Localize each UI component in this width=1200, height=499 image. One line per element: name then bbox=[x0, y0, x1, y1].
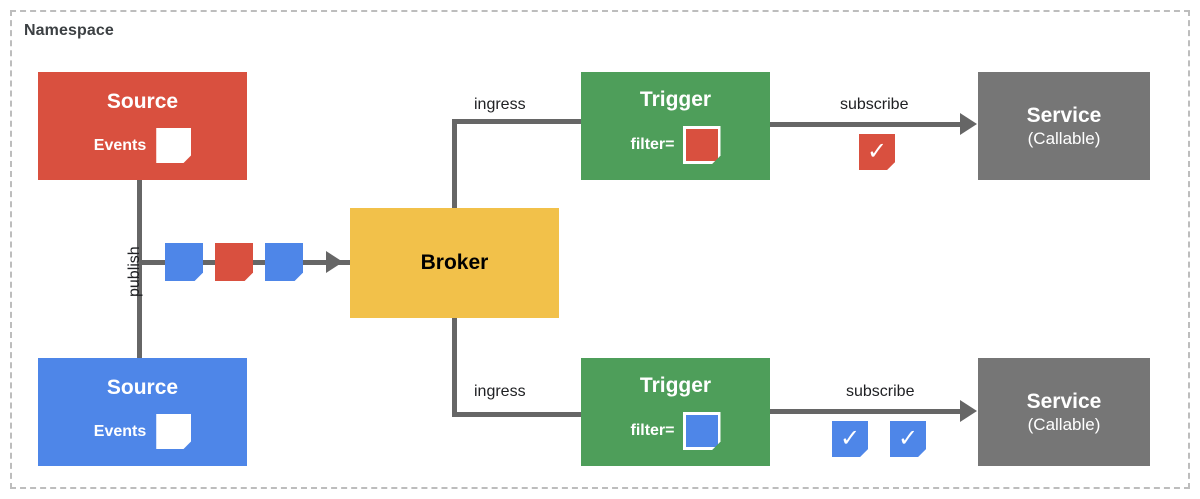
source-blue-events-row: Events bbox=[38, 414, 247, 449]
service-top-title: Service bbox=[1026, 103, 1102, 127]
source-red-events-label: Events bbox=[93, 136, 147, 154]
service-top-node[interactable]: Service (Callable) bbox=[978, 72, 1150, 180]
ingress-top-line bbox=[452, 119, 588, 124]
source-blue-event-card bbox=[156, 414, 192, 449]
subscribe-top-label: subscribe bbox=[840, 96, 909, 113]
publish-spine-line bbox=[137, 180, 142, 364]
publish-event-card-1 bbox=[165, 243, 203, 281]
source-red-events-row: Events bbox=[38, 128, 247, 163]
publish-event-card-2 bbox=[215, 243, 253, 281]
publish-event-card-3 bbox=[265, 243, 303, 281]
namespace-boundary bbox=[10, 10, 1190, 489]
subscribe-bottom-line bbox=[766, 409, 962, 414]
service-bottom-title: Service bbox=[1026, 389, 1102, 413]
trigger-bottom-filter-row: filter= bbox=[581, 412, 770, 450]
trigger-top-node[interactable]: Trigger filter= bbox=[581, 72, 770, 180]
ingress-top-label: ingress bbox=[474, 96, 526, 113]
source-blue-title: Source bbox=[106, 376, 179, 399]
subscribe-bottom-check-badge-1: ✓ bbox=[832, 421, 868, 457]
service-bottom-subtitle: (Callable) bbox=[1027, 414, 1101, 434]
publish-arrowhead bbox=[326, 251, 343, 273]
service-bottom-node[interactable]: Service (Callable) bbox=[978, 358, 1150, 466]
ingress-bottom-label: ingress bbox=[474, 383, 526, 400]
trigger-top-filter-row: filter= bbox=[581, 126, 770, 164]
subscribe-top-line bbox=[766, 122, 962, 127]
source-red-node[interactable]: Source Events bbox=[38, 72, 247, 180]
check-icon: ✓ bbox=[866, 138, 888, 165]
source-red-title: Source bbox=[106, 90, 179, 113]
ingress-bottom-line bbox=[452, 412, 588, 417]
trigger-bottom-filter-label: filter= bbox=[630, 422, 675, 439]
broker-label: Broker bbox=[420, 251, 489, 274]
source-red-event-card bbox=[156, 128, 192, 163]
subscribe-top-check-badge-1: ✓ bbox=[859, 134, 895, 170]
trigger-bottom-filter-card bbox=[682, 412, 721, 450]
subscribe-bottom-arrowhead bbox=[960, 400, 977, 422]
trigger-top-title: Trigger bbox=[639, 88, 712, 111]
subscribe-bottom-label: subscribe bbox=[846, 383, 915, 400]
source-blue-events-label: Events bbox=[93, 422, 147, 440]
namespace-title: Namespace bbox=[24, 22, 114, 39]
check-icon: ✓ bbox=[839, 425, 861, 452]
check-icon: ✓ bbox=[897, 425, 919, 452]
publish-label: publish bbox=[126, 246, 143, 297]
source-blue-node[interactable]: Source Events bbox=[38, 358, 247, 466]
trigger-top-filter-card bbox=[682, 126, 721, 164]
subscribe-top-arrowhead bbox=[960, 113, 977, 135]
service-top-subtitle: (Callable) bbox=[1027, 128, 1101, 148]
broker-node[interactable]: Broker bbox=[350, 208, 559, 318]
subscribe-bottom-check-badge-2: ✓ bbox=[890, 421, 926, 457]
trigger-bottom-node[interactable]: Trigger filter= bbox=[581, 358, 770, 466]
trigger-top-filter-label: filter= bbox=[630, 136, 675, 153]
trigger-bottom-title: Trigger bbox=[639, 374, 712, 397]
